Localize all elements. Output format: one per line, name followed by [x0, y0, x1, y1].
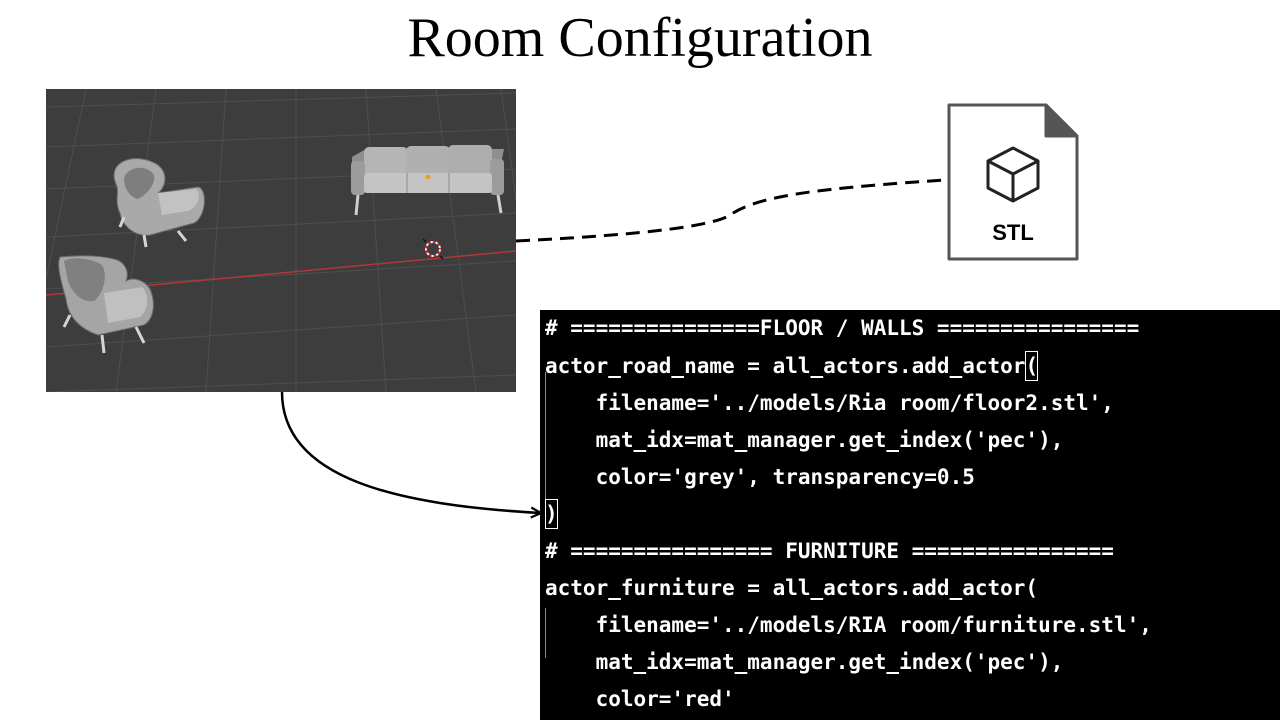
sofa-model: [351, 145, 504, 216]
stl-file-icon: STL: [946, 102, 1080, 262]
armchair-model: [113, 158, 205, 248]
code-line: mat_idx=mat_manager.get_index('pec'),: [545, 650, 1064, 674]
diagram-title: Room Configuration: [407, 7, 873, 69]
indent-guide: [545, 372, 546, 508]
code-line: # ===============FLOOR / WALLS =========…: [545, 316, 1140, 340]
code-line: actor_furniture = all_actors.add_actor(: [545, 576, 1039, 600]
viewport-3d: [46, 89, 516, 392]
code-line: filename='../models/RIA room/furniture.s…: [545, 613, 1152, 637]
cube-icon: [986, 146, 1040, 203]
code-line: ): [545, 499, 558, 529]
armchair-model: [58, 255, 154, 354]
bracket-match-open: (: [1025, 351, 1039, 381]
3d-cursor-icon: [422, 238, 444, 260]
code-panel: # ===============FLOOR / WALLS =========…: [540, 310, 1280, 720]
bracket-match-close: ): [545, 499, 558, 529]
indent-guide: [545, 608, 546, 658]
code-line: actor_road_name = all_actors.add_actor(: [545, 351, 1039, 381]
code-line: color='red': [545, 687, 735, 711]
code-line: filename='../models/Ria room/floor2.stl'…: [545, 391, 1114, 415]
code-text: actor_road_name = all_actors.add_actor: [545, 354, 1026, 378]
code-line: # ================ FURNITURE ===========…: [545, 539, 1114, 563]
arrow-to-code: [280, 391, 540, 513]
stl-file-label: STL: [992, 220, 1034, 245]
dashed-link-to-stl: [515, 178, 945, 243]
code-line: color='grey', transparency=0.5: [545, 465, 975, 489]
code-line: mat_idx=mat_manager.get_index('pec'),: [545, 428, 1064, 452]
